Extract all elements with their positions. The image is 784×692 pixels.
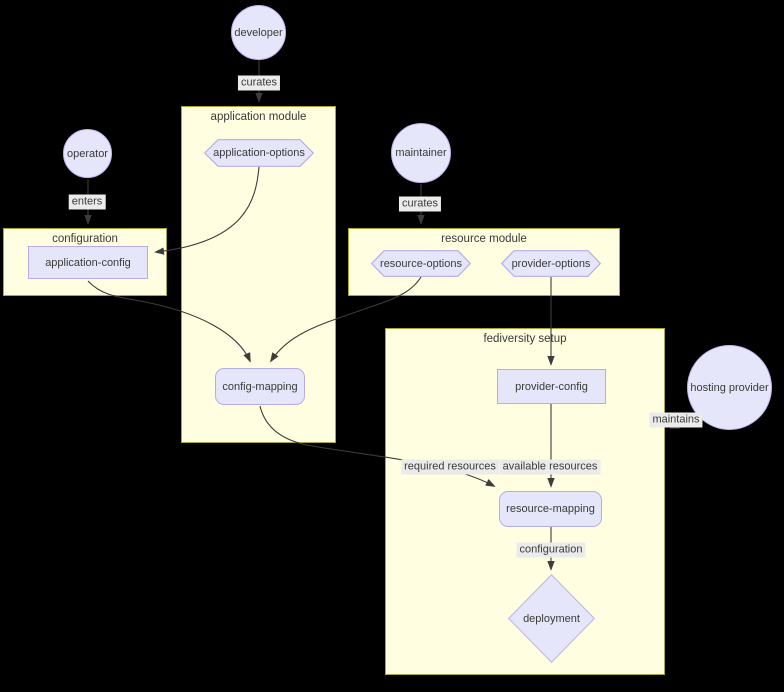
edge-label-required-resources: required resources: [401, 459, 499, 475]
cluster-configuration-title: configuration: [52, 233, 118, 245]
node-application-config-label: application-config: [45, 256, 131, 269]
hexagon-shape: [371, 250, 471, 277]
node-config-mapping: config-mapping: [215, 368, 305, 405]
cluster-resource-module-title: resource module: [441, 233, 527, 245]
node-deployment-label: deployment: [523, 612, 580, 625]
node-application-options: application-options: [204, 139, 314, 167]
edge-application-config-config-mapping: [87, 280, 251, 363]
cluster-application-module-title: application module: [210, 111, 307, 123]
edge-label-available-resources: available resources: [499, 459, 601, 475]
node-hosting-provider-label: hosting provider: [690, 381, 769, 394]
node-resource-mapping-label: resource-mapping: [506, 503, 595, 515]
edge-label-configuration: configuration: [516, 542, 586, 558]
node-provider-config: provider-config: [497, 369, 606, 404]
node-resource-mapping: resource-mapping: [499, 491, 602, 527]
node-deployment: deployment: [508, 574, 595, 663]
edge-label-enters: enters: [68, 194, 106, 210]
edge-label-curates-developer: curates: [237, 75, 281, 91]
diamond-shape: [508, 574, 595, 663]
node-maintainer-label: maintainer: [395, 147, 447, 159]
node-developer: developer: [231, 5, 286, 60]
node-provider-config-label: provider-config: [515, 380, 588, 393]
edge-label-maintains: maintains: [649, 412, 703, 428]
node-application-config: application-config: [28, 246, 148, 279]
edge-application-options-application-config: [154, 166, 260, 255]
cluster-fediversity-setup-title: fediversity setup: [483, 333, 567, 345]
node-provider-options-label: provider-options: [511, 257, 591, 270]
node-developer-label: developer: [234, 26, 283, 39]
edge-resource-options-config-mapping: [269, 276, 422, 363]
hexagon-shape: [501, 250, 601, 277]
edge-label-curates-maintainer: curates: [398, 196, 442, 212]
node-provider-options: provider-options: [501, 250, 601, 277]
node-operator-label: operator: [67, 147, 108, 160]
node-operator: operator: [63, 129, 112, 178]
node-resource-options-label: resource-options: [380, 257, 462, 270]
node-application-options-label: application-options: [213, 147, 305, 159]
node-config-mapping-label: config-mapping: [222, 380, 298, 393]
hexagon-shape: [204, 139, 314, 167]
node-maintainer: maintainer: [391, 123, 451, 183]
node-resource-options: resource-options: [371, 250, 471, 277]
